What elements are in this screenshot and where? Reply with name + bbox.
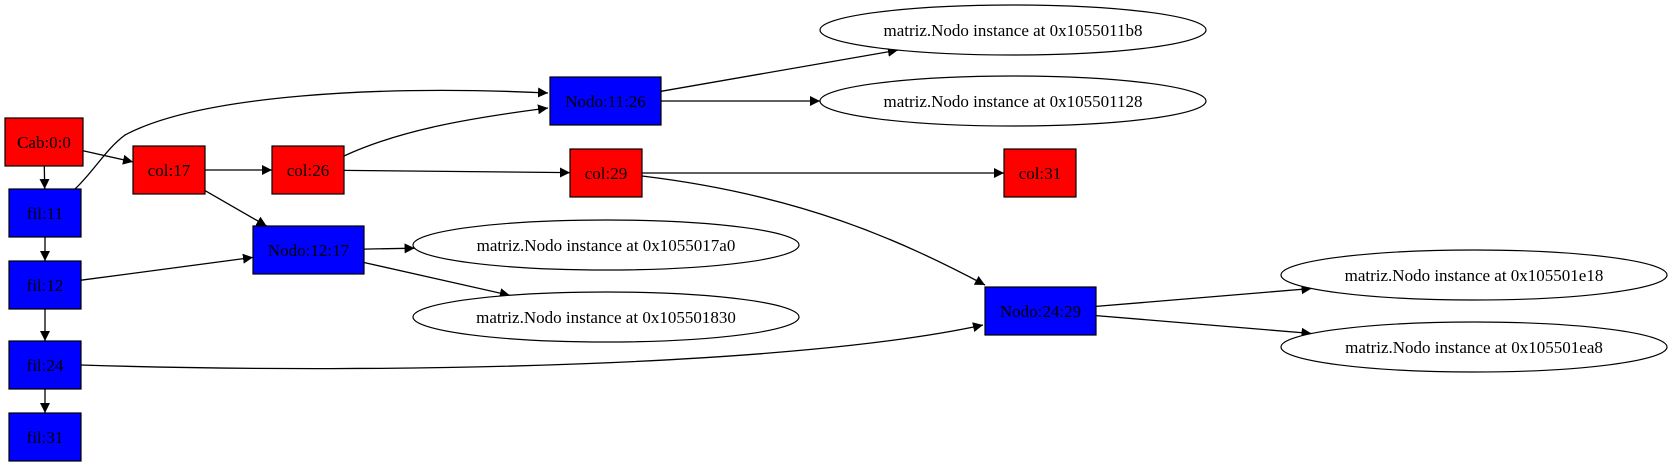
node-box bbox=[569, 148, 643, 198]
node-col26[interactable]: col:26 bbox=[271, 145, 345, 195]
edge-nodo11-26-to-inst-11b8 bbox=[660, 46, 899, 92]
node-label: Nodo:12:17 bbox=[268, 241, 350, 260]
node-label: matriz.Nodo instance at 0x105501830 bbox=[476, 308, 736, 327]
node-label: col:31 bbox=[1019, 164, 1062, 183]
node-box bbox=[8, 260, 82, 310]
node-box bbox=[4, 117, 84, 167]
edge-nodo24-29-to-inst-1e18 bbox=[1095, 284, 1312, 308]
node-label: fil:24 bbox=[27, 356, 64, 375]
node-box bbox=[8, 412, 82, 462]
edge-fil11-to-nodo11-26 bbox=[74, 87, 549, 190]
node-label: fil:31 bbox=[27, 428, 64, 447]
node-label: col:26 bbox=[287, 161, 330, 180]
node-label: matriz.Nodo instance at 0x105501e18 bbox=[1345, 266, 1604, 285]
node-cab[interactable]: Cab:0:0 bbox=[4, 117, 84, 167]
edge-col29-to-nodo24-29 bbox=[641, 175, 986, 286]
node-label: col:29 bbox=[585, 164, 628, 183]
node-box bbox=[271, 145, 345, 195]
node-label: col:17 bbox=[148, 161, 191, 180]
edge-fil12-to-nodo12-17 bbox=[80, 253, 254, 281]
node-label: matriz.Nodo instance at 0x1055017a0 bbox=[477, 236, 736, 255]
node-inst-1128[interactable]: matriz.Nodo instance at 0x105501128 bbox=[819, 75, 1207, 127]
node-col31[interactable]: col:31 bbox=[1003, 148, 1077, 198]
node-box bbox=[252, 225, 365, 275]
node-label: Nodo:11:26 bbox=[565, 92, 646, 111]
node-label: matriz.Nodo instance at 0x1055011b8 bbox=[883, 21, 1142, 40]
node-col29[interactable]: col:29 bbox=[569, 148, 643, 198]
edge-col26-to-nodo11-26 bbox=[343, 104, 549, 157]
edges bbox=[39, 46, 1312, 413]
edge-cab-to-col17 bbox=[82, 150, 134, 165]
node-nodo24-29[interactable]: Nodo:24:29 bbox=[984, 286, 1097, 336]
node-ellipse bbox=[412, 219, 800, 271]
node-label: Cab:0:0 bbox=[17, 133, 71, 152]
node-box bbox=[8, 188, 82, 238]
node-inst-11b8[interactable]: matriz.Nodo instance at 0x1055011b8 bbox=[819, 4, 1207, 56]
node-ellipse bbox=[1280, 249, 1668, 301]
node-fil24[interactable]: fil:24 bbox=[8, 340, 82, 390]
node-label: matriz.Nodo instance at 0x105501ea8 bbox=[1345, 338, 1603, 357]
edge-col17-to-nodo12-17 bbox=[204, 190, 267, 227]
node-inst-1830[interactable]: matriz.Nodo instance at 0x105501830 bbox=[412, 291, 800, 343]
node-box bbox=[8, 340, 82, 390]
node-box bbox=[1003, 148, 1077, 198]
node-label: Nodo:24:29 bbox=[1000, 302, 1081, 321]
node-ellipse bbox=[819, 4, 1207, 56]
node-label: fil:11 bbox=[27, 204, 63, 223]
node-ellipse bbox=[1280, 321, 1668, 373]
node-nodo12-17[interactable]: Nodo:12:17 bbox=[252, 225, 365, 275]
node-label: fil:12 bbox=[27, 276, 64, 295]
node-fil12[interactable]: fil:12 bbox=[8, 260, 82, 310]
edge-nodo12-17-to-inst-17a0 bbox=[363, 243, 415, 254]
nodes: Cab:0:0 col:17 col:26 col:29 col:31 fil:11 fil… bbox=[4, 4, 1668, 462]
node-box bbox=[984, 286, 1097, 336]
edge-nodo12-17-to-inst-1830 bbox=[363, 261, 510, 298]
node-fil31[interactable]: fil:31 bbox=[8, 412, 82, 462]
node-nodo11-26[interactable]: Nodo:11:26 bbox=[549, 76, 662, 126]
node-col17[interactable]: col:17 bbox=[132, 145, 206, 195]
edge-nodo24-29-to-inst-1ea8 bbox=[1095, 314, 1312, 338]
node-inst-17a0[interactable]: matriz.Nodo instance at 0x1055017a0 bbox=[412, 219, 800, 271]
edge-col26-to-col29 bbox=[343, 167, 571, 178]
edge-fil24-to-nodo24-29 bbox=[80, 322, 984, 370]
node-ellipse bbox=[819, 75, 1207, 127]
node-label: matriz.Nodo instance at 0x105501128 bbox=[883, 92, 1142, 111]
node-box bbox=[549, 76, 662, 126]
node-inst-1ea8[interactable]: matriz.Nodo instance at 0x105501ea8 bbox=[1280, 321, 1668, 373]
node-fil11[interactable]: fil:11 bbox=[8, 188, 82, 238]
node-ellipse bbox=[412, 291, 800, 343]
node-inst-1e18[interactable]: matriz.Nodo instance at 0x105501e18 bbox=[1280, 249, 1668, 301]
node-box bbox=[132, 145, 206, 195]
